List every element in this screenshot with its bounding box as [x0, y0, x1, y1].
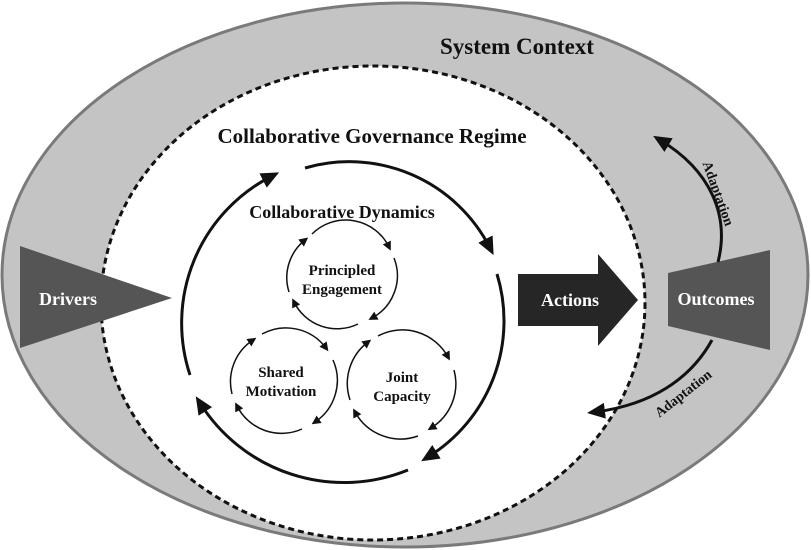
principled-label-line2: Engagement — [302, 282, 382, 298]
dynamics-cycle-arrow-top-right — [304, 160, 494, 256]
drivers-shape — [20, 246, 172, 348]
regime-title: Collaborative Governance Regime — [217, 124, 526, 148]
dynamics-cycle-arrow-bottom-left — [195, 396, 409, 485]
dynamics-title: Collaborative Dynamics — [249, 202, 434, 222]
actions-arrow — [518, 254, 638, 346]
dynamics-cycle-arrow-right-bottom — [421, 273, 506, 462]
adaptation-arrow-top — [653, 135, 723, 263]
outcomes-label: Outcomes — [678, 289, 755, 309]
joint-label-line1: Joint — [386, 370, 419, 386]
drivers-label: Drivers — [39, 289, 97, 309]
adaptation-arrow-bottom — [587, 339, 714, 419]
joint-capacity-cycle — [346, 329, 457, 440]
dynamics-cycle-arrow-left-top — [180, 172, 280, 376]
shared-label-line2: Motivation — [246, 384, 317, 400]
joint-label-line2: Capacity — [373, 389, 431, 405]
shared-motivation-cycle — [229, 327, 339, 435]
principled-engagement-cycle — [286, 219, 399, 330]
outcomes-shape — [668, 250, 770, 350]
actions-label: Actions — [541, 290, 599, 310]
system-context-title: System Context — [440, 34, 594, 59]
principled-label-line1: Principled — [309, 263, 376, 279]
shared-label-line1: Shared — [258, 365, 304, 381]
